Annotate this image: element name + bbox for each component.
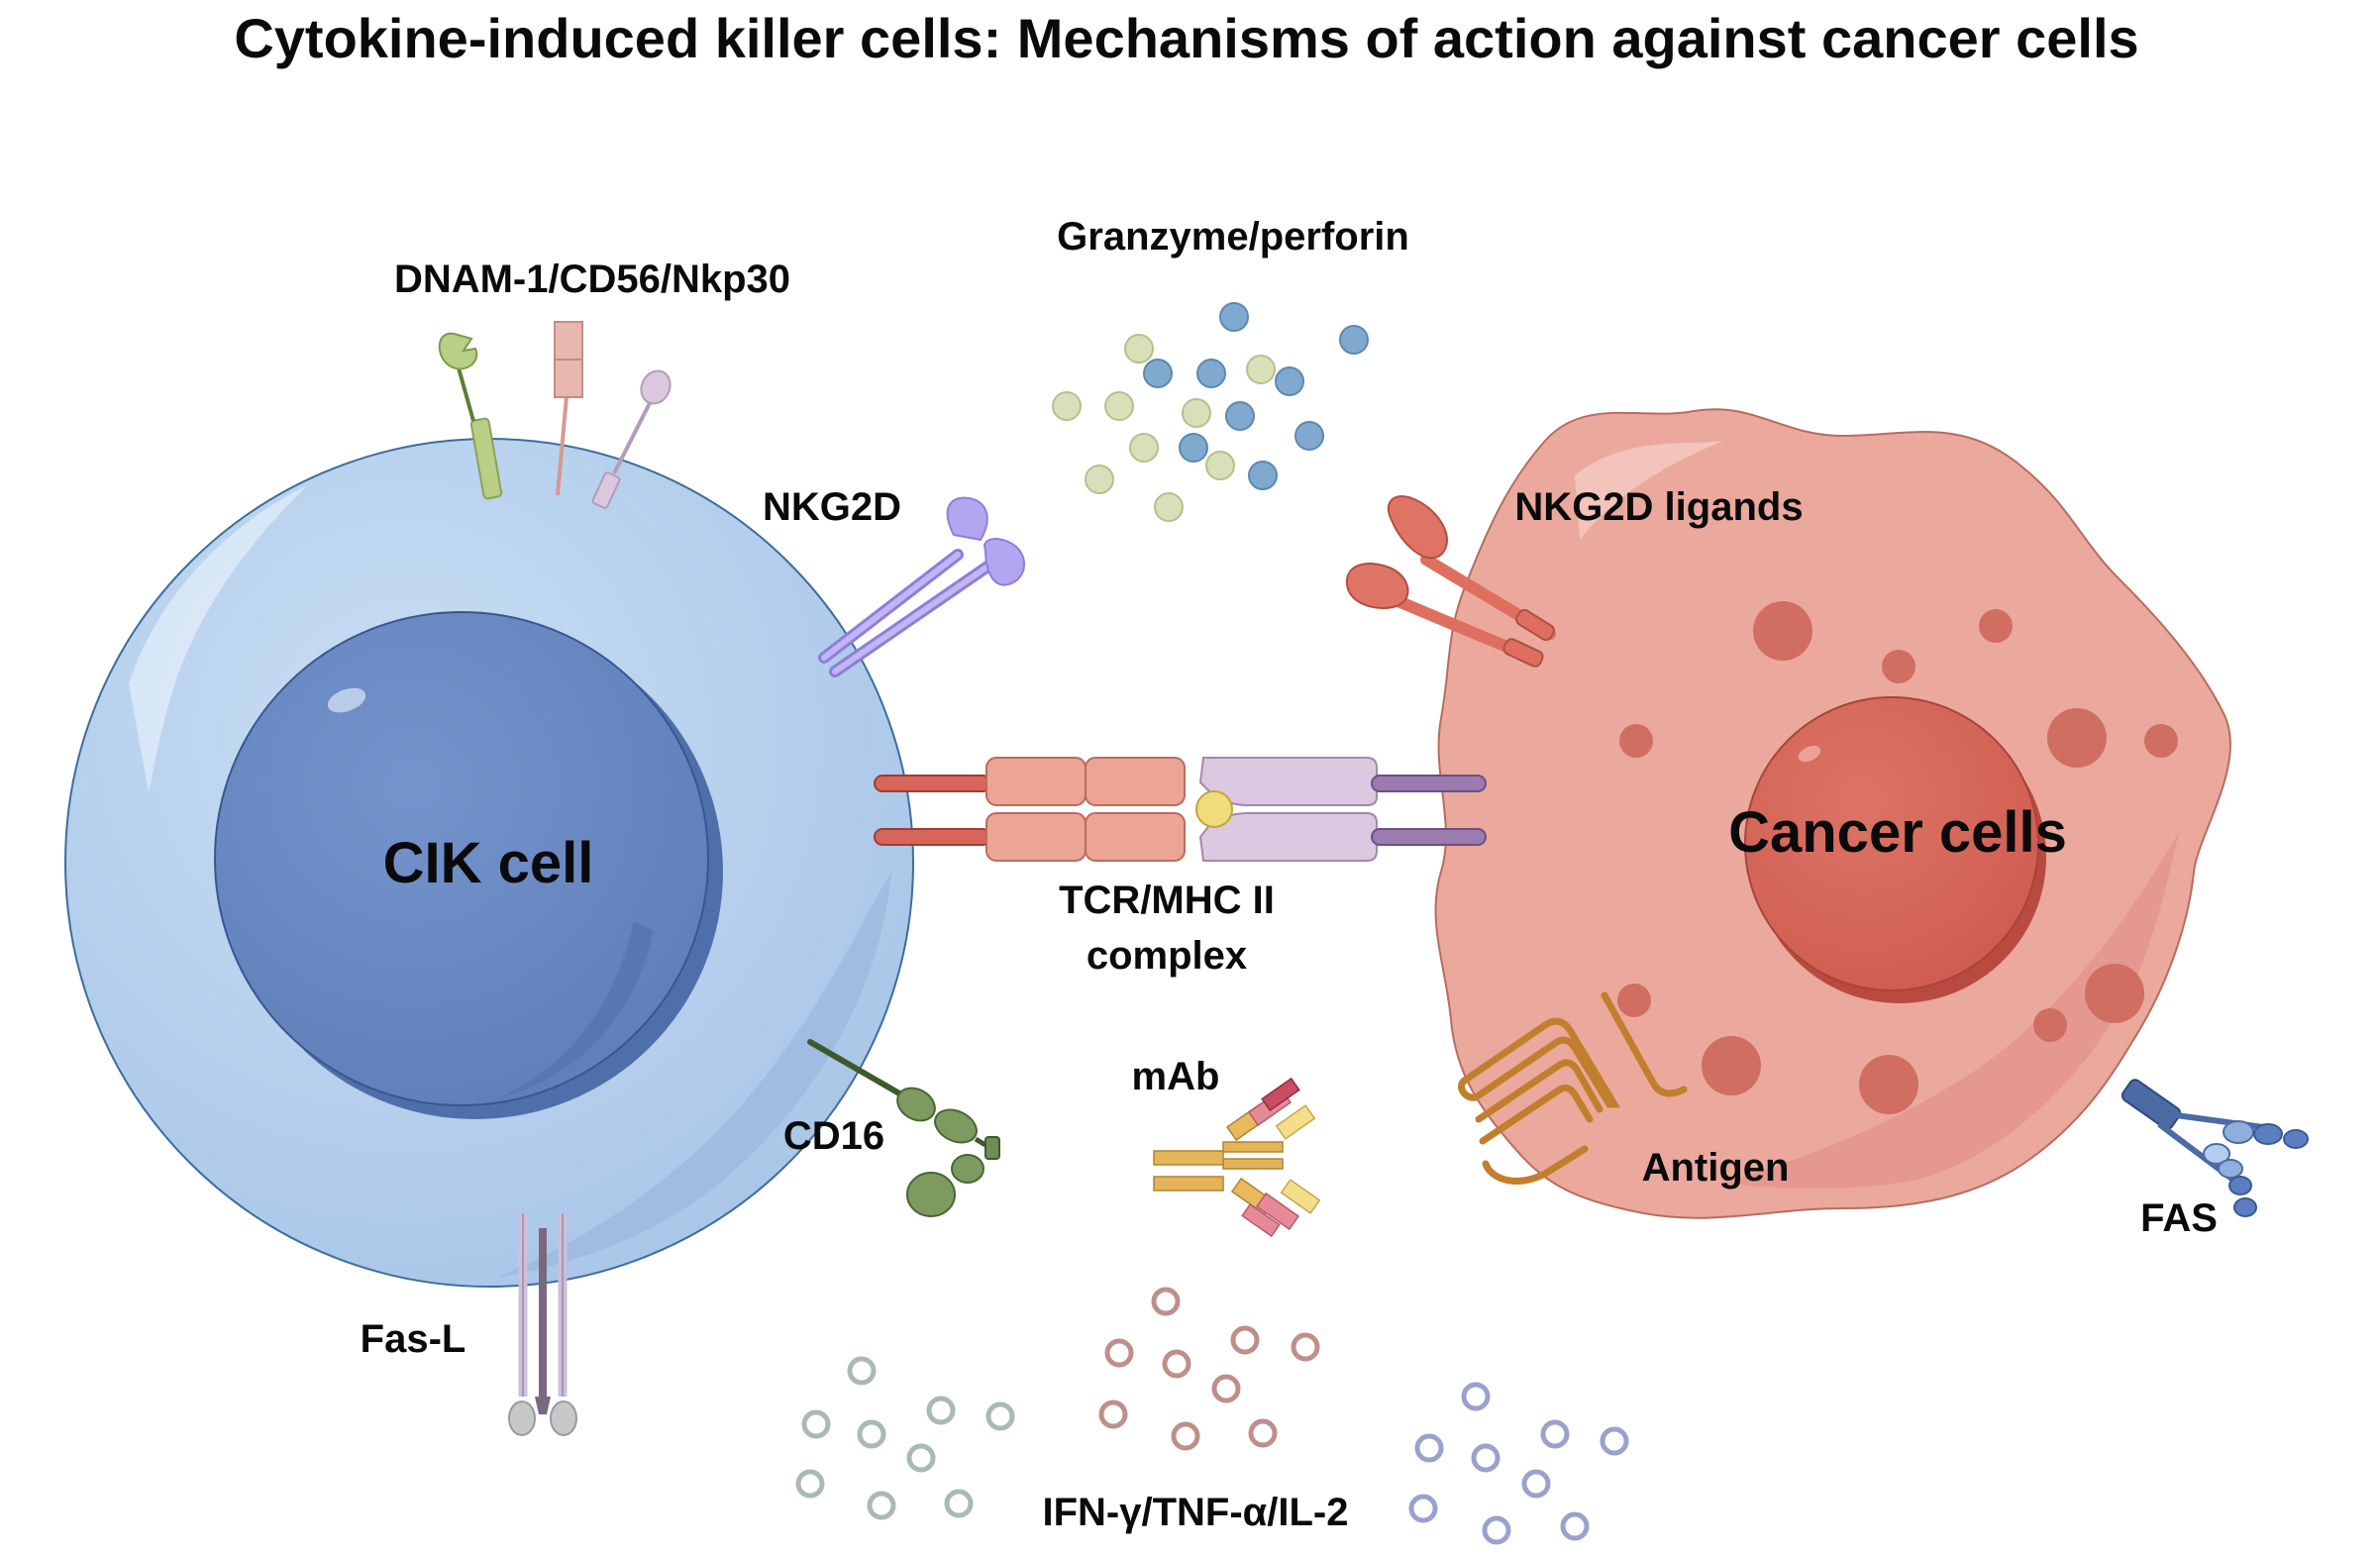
cancer-cell-icon [1434, 408, 2231, 1219]
antigen-icon [1458, 991, 1688, 1185]
label-tcr-mhc-line2: complex [1087, 934, 1247, 978]
label-antigen: Antigen [1642, 1146, 1790, 1190]
label-cd16: CD16 [783, 1114, 884, 1158]
label-mab: mAb [1132, 1055, 1220, 1098]
granule-icon [1052, 302, 1369, 522]
antibody-icon [1153, 1077, 1321, 1238]
cytokine-icon [795, 1287, 1629, 1545]
cd56-receptor-icon [554, 321, 583, 496]
nkg2d-ligand-icon [1345, 495, 1556, 668]
nkp30-receptor-icon [591, 369, 672, 509]
label-fas: FAS [2140, 1196, 2218, 1240]
label-cytokines: IFN-γ/TNF-α/IL-2 [1042, 1491, 1348, 1534]
dnam-receptor-icon [438, 332, 503, 500]
label-cancer-cells: Cancer cells [1728, 800, 2067, 865]
figure-title: Cytokine-induced killer cells: Mechanism… [234, 7, 2138, 69]
tcr-mhc-complex-icon [874, 757, 1487, 862]
label-cik-cell: CIK cell [383, 831, 594, 895]
cd16-receptor-icon [807, 1039, 1000, 1217]
cik-cell-icon [64, 438, 914, 1288]
label-granzyme-perforin: Granzyme/perforin [1057, 215, 1409, 259]
fas-receptor-icon [2121, 1079, 2309, 1217]
fas-ligand-icon [508, 1213, 577, 1436]
nkg2d-receptor-icon [818, 496, 1025, 677]
label-tcr-mhc-line1: TCR/MHC II [1059, 879, 1275, 922]
label-nkg2d-ligands: NKG2D ligands [1514, 485, 1803, 529]
label-nkg2d: NKG2D [763, 485, 901, 529]
label-fas-l: Fas-L [361, 1317, 466, 1361]
label-dnam-cd56-nkp30: DNAM-1/CD56/Nkp30 [394, 258, 790, 301]
